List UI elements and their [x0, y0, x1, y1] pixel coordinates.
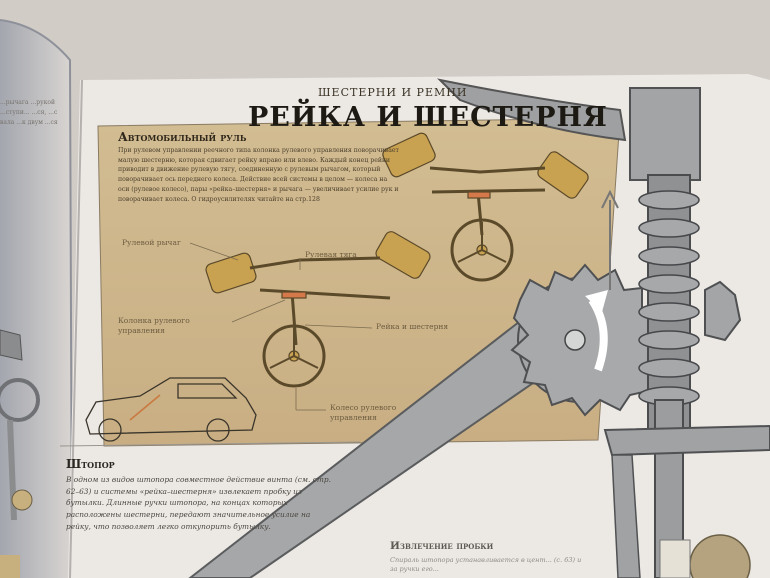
steering-diagram-rear — [382, 132, 589, 282]
corkscrew-heading: Штопор — [66, 457, 115, 471]
right-gear — [704, 280, 742, 342]
corkscrew-text: В одном из видов штопора совместное дейс… — [66, 475, 331, 531]
left-page-mechanism — [0, 329, 40, 578]
left-page-curl — [0, 20, 72, 578]
page-title: РЕЙКА И ШЕСТЕРНЯ — [248, 102, 608, 133]
label-steering-column: Колонка рулевого управления — [118, 316, 190, 335]
steering-diagram-front — [205, 231, 431, 388]
large-gear — [510, 263, 667, 417]
label-steering-lever: Рулевой рычаг — [122, 238, 181, 247]
left-page-text: ...рычага ...рукой ...ступи... ...ся, ..… — [0, 99, 58, 126]
label-tie-rod: Рулевая тяга — [305, 250, 357, 259]
car-steering-text: При рулевом управлении реечного типа кол… — [118, 147, 399, 203]
label-steering-wheel: Колесо рулевого управления — [330, 403, 397, 422]
corkscrew-handle — [436, 78, 627, 142]
car-outline — [85, 377, 257, 442]
cork-extraction-heading: Извлечение пробки — [390, 540, 494, 552]
label-rack-and-pinion: Рейка и шестерня — [376, 322, 449, 331]
car-steering-heading: Автомобильный руль — [118, 130, 247, 144]
cork-extraction-text: Спираль штопора устанавливается в цент..… — [390, 556, 582, 573]
section-header: ШЕСТЕРНИ И РЕМНИ — [318, 86, 468, 99]
